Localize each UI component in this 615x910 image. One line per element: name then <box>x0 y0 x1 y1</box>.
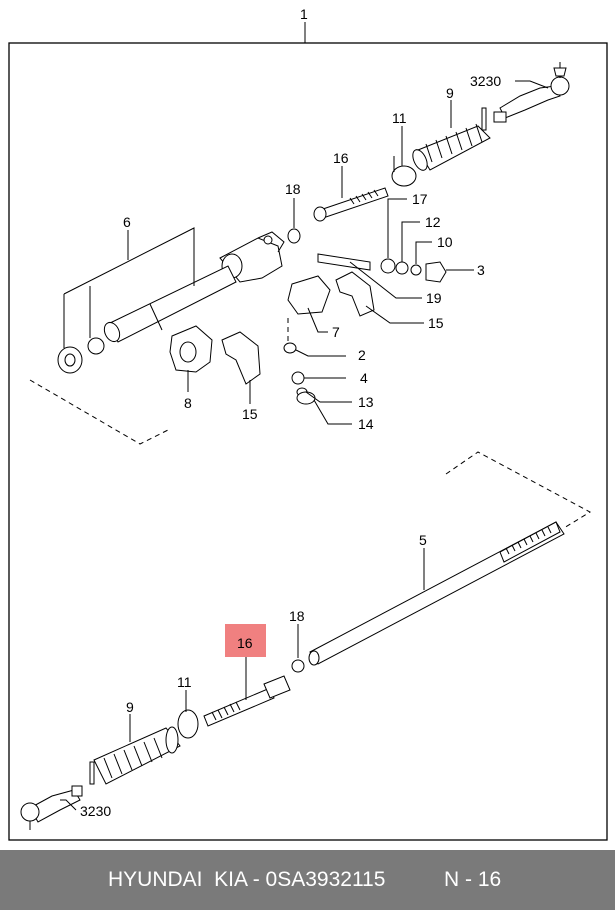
callout-9-upper: 9 <box>446 85 454 101</box>
assembly-dashed-lines <box>29 318 592 529</box>
yoke-plug <box>425 261 447 283</box>
callout-16-lower: 16 <box>237 635 253 651</box>
callout-19: 19 <box>426 290 442 306</box>
callout-11-upper: 11 <box>392 110 407 126</box>
callout-3230-lower: 3230 <box>80 803 111 819</box>
callout-11-lower: 11 <box>177 674 192 690</box>
callout-13: 13 <box>358 394 374 410</box>
callout-18-upper: 18 <box>285 181 301 197</box>
callout-12: 12 <box>425 214 441 230</box>
assembly-number: 1 <box>300 6 308 22</box>
diagram-frame <box>8 42 608 841</box>
part-14 <box>296 391 316 405</box>
callout-5: 5 <box>419 532 427 548</box>
part-4 <box>291 371 305 385</box>
callout-16-upper: 16 <box>333 150 349 166</box>
highlight-box <box>225 624 266 657</box>
inner-tie-rod-lower <box>203 675 291 727</box>
callout-4: 4 <box>360 370 368 386</box>
footer-title: HYUNDAI KIA - 0SA3932115 <box>108 868 386 891</box>
callout-15-lower: 15 <box>242 406 258 422</box>
callout-7: 7 <box>332 324 340 340</box>
part-2 <box>283 342 297 354</box>
mounting-clamp-15-lower <box>221 331 261 385</box>
callout-17: 17 <box>412 191 428 207</box>
callout-2: 2 <box>358 347 366 363</box>
rack-tube-upper <box>103 265 237 343</box>
mounting-bracket-7 <box>287 275 331 315</box>
callout-15-upper: 15 <box>428 315 444 331</box>
callout-labels: 3230 9 11 16 18 17 12 10 3 6 19 7 15 2 4… <box>80 73 501 819</box>
clamp-upper <box>391 165 417 187</box>
mounting-clamp-15-upper <box>335 271 375 317</box>
leader-lines <box>60 80 549 811</box>
callout-3230-upper: 3230 <box>470 73 501 89</box>
parts-diagram: 1 <box>8 6 608 841</box>
callout-14: 14 <box>358 416 374 432</box>
lock-washer-lower <box>291 659 305 673</box>
clamp-lower <box>177 709 199 739</box>
callout-3: 3 <box>477 262 485 278</box>
footer-page-number: N - 16 <box>444 868 502 891</box>
bushing-small <box>87 337 105 355</box>
inner-tie-rod-upper <box>313 187 389 222</box>
lock-washer-upper <box>287 228 301 244</box>
callout-8: 8 <box>184 395 192 411</box>
callout-10: 10 <box>437 234 453 250</box>
rack-bar <box>308 521 565 666</box>
footer-bar: HYUNDAI KIA - 0SA3932115 N - 16 <box>0 850 615 910</box>
callout-6: 6 <box>123 214 131 230</box>
tie-rod-end-lower <box>20 785 83 830</box>
tie-rod-end-upper <box>493 62 570 123</box>
callout-9-lower: 9 <box>126 699 134 715</box>
boot-upper <box>412 107 491 171</box>
callout-18-lower: 18 <box>289 608 305 624</box>
boot-lower <box>89 726 181 785</box>
pinion-parts <box>317 253 422 276</box>
